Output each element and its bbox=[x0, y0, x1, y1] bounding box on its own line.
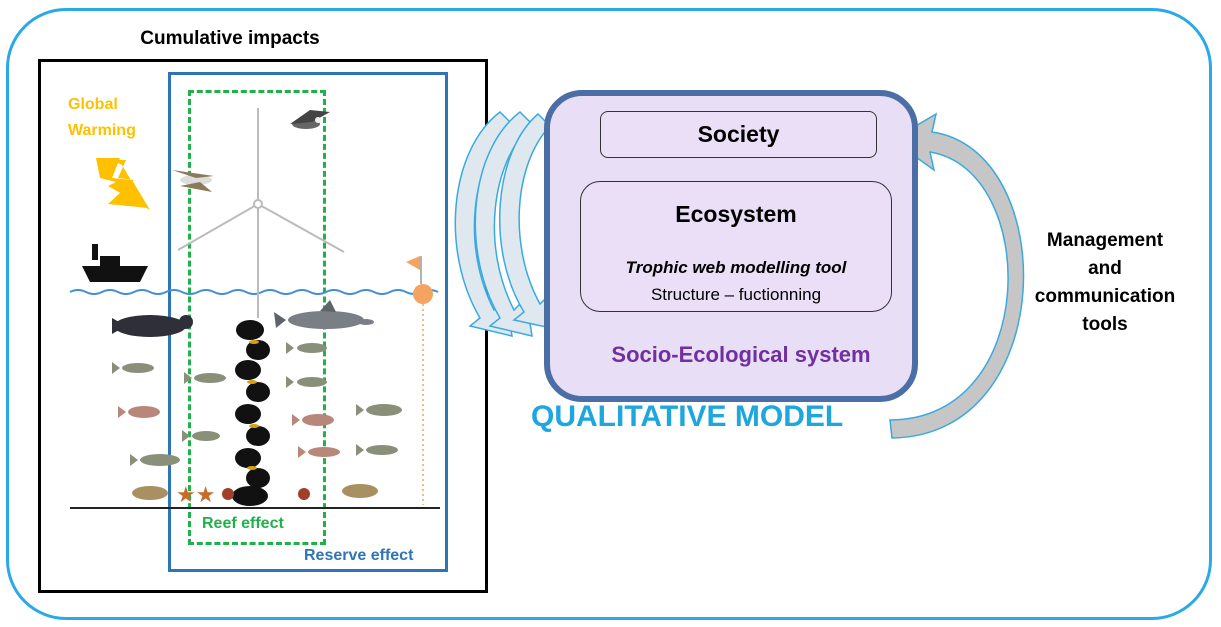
lightning-bolt-icon bbox=[96, 158, 150, 210]
management-line-2: and bbox=[1088, 258, 1122, 279]
structure-functioning-label: Structure – fuctionning bbox=[650, 285, 822, 304]
feedback-arrow bbox=[889, 112, 1025, 439]
wind-turbine-icon bbox=[177, 108, 345, 318]
seal-icon bbox=[112, 315, 193, 337]
seabed-fauna: ★★ bbox=[132, 483, 378, 508]
buoy-icon bbox=[406, 256, 433, 505]
ecosystem-title: Ecosystem bbox=[675, 201, 797, 227]
sea-surface bbox=[69, 289, 439, 295]
fish-group bbox=[112, 342, 402, 466]
qualitative-model-label: QUALITATIVE MODEL bbox=[531, 400, 844, 433]
ses-label: Socio-Ecological system bbox=[611, 342, 871, 367]
reef-effect-label: Reef effect bbox=[202, 515, 284, 532]
trophic-web-tool-label: Trophic web modelling tool bbox=[625, 258, 847, 277]
ecosystem-box bbox=[580, 181, 892, 312]
outer-frame bbox=[6, 8, 1212, 620]
management-line-4: tools bbox=[1082, 314, 1128, 335]
management-line-1: Management bbox=[1046, 230, 1164, 251]
management-line-3: communication bbox=[1034, 286, 1176, 307]
society-box: Society bbox=[600, 111, 877, 158]
global-warming-label: Global Warming bbox=[68, 96, 136, 139]
seagull-icon bbox=[290, 110, 330, 129]
ship-icon bbox=[82, 244, 148, 282]
mussel-reef-column bbox=[232, 320, 270, 506]
reserve-effect-label: Reserve effect bbox=[304, 547, 414, 564]
diagram-title: Cumulative impacts bbox=[140, 28, 320, 49]
management-tools-label: Management and communication tools bbox=[1010, 227, 1200, 339]
impact-arrows bbox=[454, 111, 561, 337]
gannet-icon bbox=[172, 170, 214, 192]
svg-text:★★: ★★ bbox=[176, 483, 215, 508]
dolphin-icon bbox=[274, 300, 374, 329]
